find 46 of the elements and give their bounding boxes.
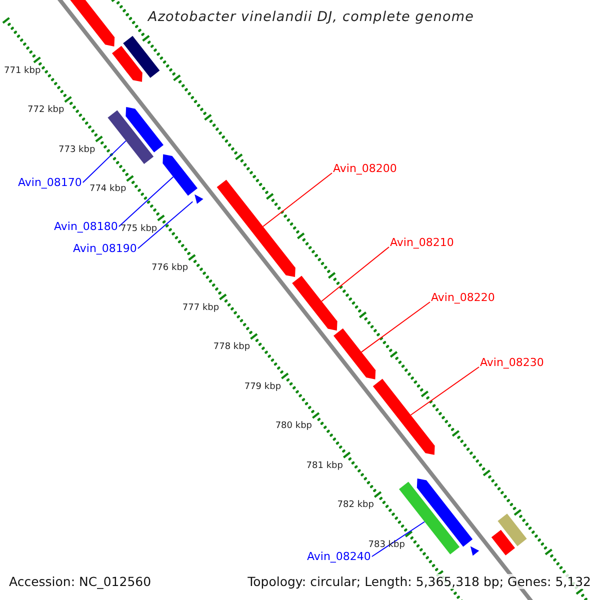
tick-label: 776 kbp — [151, 263, 188, 274]
gene-feature — [292, 276, 338, 331]
tick-label: 771 kbp — [4, 66, 41, 76]
gene-feature — [416, 478, 473, 547]
tick-label: 773 kbp — [58, 144, 96, 155]
gene-feature — [194, 194, 204, 204]
tick-label: 781 kbp — [306, 460, 343, 471]
accession-label: Accession: NC_012560 — [9, 574, 152, 589]
tick-label: 774 kbp — [89, 184, 126, 194]
genome-title: Azotobacter vinelandii DJ, complete genome — [148, 9, 474, 25]
gene-feature — [372, 378, 435, 455]
leader-line — [118, 176, 174, 227]
leader-line — [82, 140, 126, 183]
gene-feature — [126, 107, 164, 152]
gene-label: Avin_08230 — [480, 356, 544, 369]
leader-line — [360, 302, 430, 353]
gene-feature — [491, 530, 515, 556]
gene-feature — [123, 36, 160, 78]
gene-label: Avin_08180 — [54, 220, 118, 233]
tick-label: 780 kbp — [275, 421, 312, 432]
leader-line — [137, 201, 194, 249]
leader-line — [371, 521, 426, 557]
gene-label: Avin_08190 — [73, 242, 137, 255]
gene-feature — [498, 514, 527, 546]
gene-label: Avin_08220 — [431, 291, 495, 304]
gene-label: Avin_08240 — [307, 550, 371, 563]
tick-label: 775 kbp — [120, 224, 158, 234]
gene-feature — [112, 46, 142, 82]
genome-stats: Topology: circular; Length: 5,365,318 bp; Genes: 5,132 — [248, 574, 591, 589]
gene-feature — [162, 154, 198, 196]
tick-label: 778 kbp — [213, 342, 250, 352]
gene-label: Avin_08210 — [390, 236, 454, 249]
tick-label: 782 kbp — [337, 500, 374, 510]
tick-label: 779 kbp — [244, 382, 282, 392]
gene-feature — [470, 546, 480, 556]
tick-label: 783 kbp — [368, 540, 405, 550]
tick-label: 777 kbp — [182, 302, 220, 313]
gene-feature — [334, 328, 376, 380]
gene-feature — [216, 180, 296, 277]
leader-line — [410, 366, 480, 416]
gene-label: Avin_08170 — [18, 176, 82, 189]
leader-line — [262, 172, 332, 228]
gene-label: Avin_08200 — [333, 162, 397, 175]
gene-feature — [108, 110, 154, 164]
tick-label: 772 kbp — [28, 105, 64, 116]
leader-line — [321, 246, 390, 302]
